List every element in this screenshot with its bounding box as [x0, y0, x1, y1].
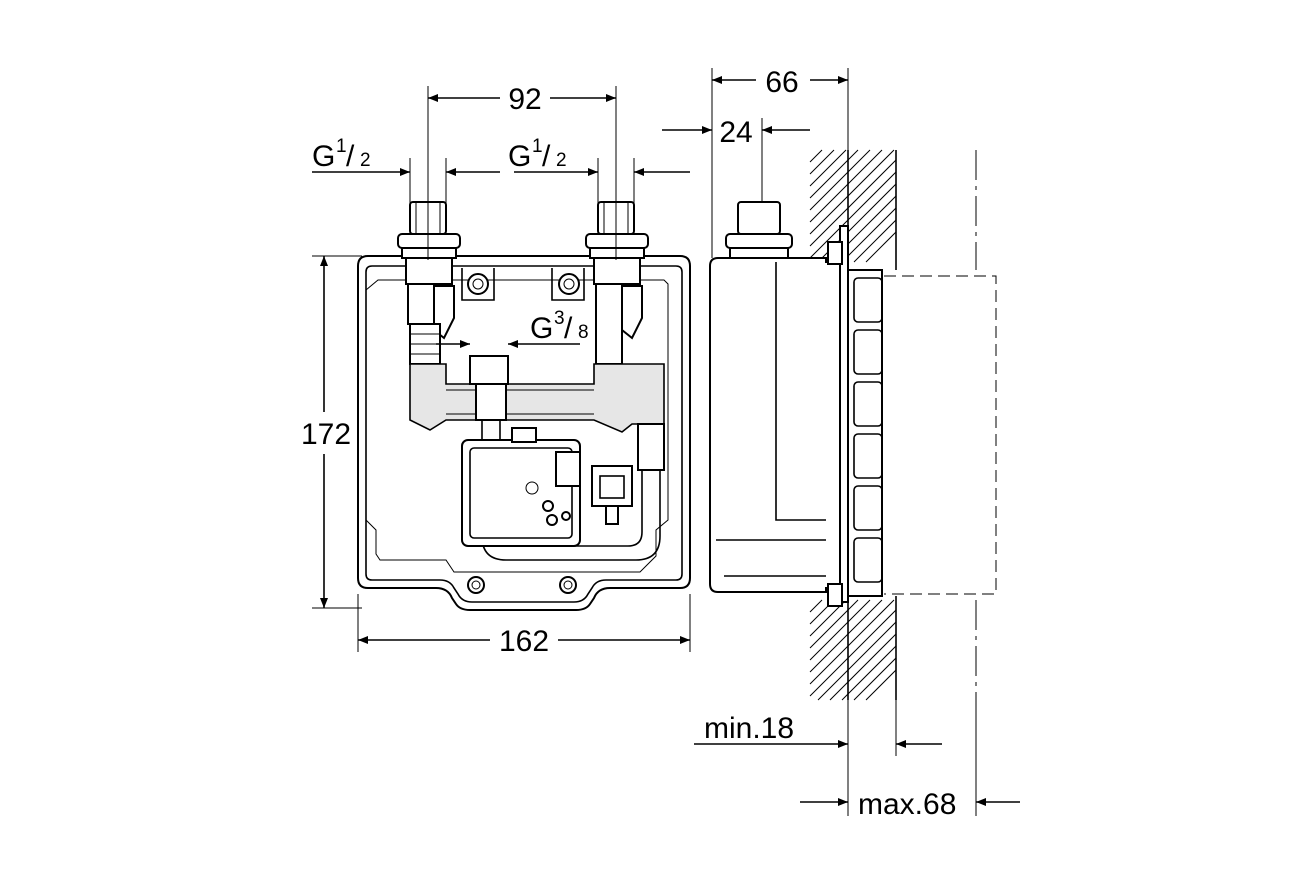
front-view — [357, 201, 691, 611]
dimension-thread-left: G 1 / 2 — [312, 136, 500, 204]
label-thread-mid-num: 3 — [554, 308, 565, 329]
wall-hatch — [809, 149, 897, 701]
label-max-68: max.68 — [858, 788, 956, 821]
label-66: 66 — [765, 66, 798, 99]
dimension-24: 24 — [662, 116, 810, 202]
dimension-thread-mid: G 3 / 8 — [436, 308, 589, 348]
label-min-18: min.18 — [704, 712, 794, 745]
label-24: 24 — [719, 116, 752, 149]
housing-inner-panel — [365, 279, 669, 573]
label-172: 172 — [301, 418, 351, 451]
dimension-thread-right: G 1 / 2 — [508, 136, 690, 204]
spacer-blocks — [847, 269, 883, 597]
label-thread-right: G — [508, 140, 531, 173]
box-body — [709, 257, 841, 593]
label-thread-left-num: 1 — [336, 136, 347, 157]
label-thread-left: G — [312, 140, 335, 173]
fraction-slash: / — [564, 312, 573, 345]
label-92: 92 — [508, 83, 541, 116]
side-connection-nut — [737, 201, 781, 235]
dimension-min-18: min.18 — [694, 700, 942, 816]
label-thread-left-den: 2 — [360, 150, 371, 171]
dimension-92: 92 — [427, 83, 617, 260]
dimension-162: 162 — [357, 594, 691, 658]
mounting-bosses — [461, 268, 585, 594]
solenoid-module — [461, 427, 633, 547]
fraction-slash: / — [346, 140, 355, 173]
left-connection — [397, 201, 461, 365]
label-162: 162 — [499, 625, 549, 658]
label-thread-mid-den: 8 — [578, 322, 589, 343]
label-thread-mid: G — [530, 312, 553, 345]
fraction-slash: / — [542, 140, 551, 173]
cover-outline — [884, 275, 997, 595]
label-thread-right-den: 2 — [556, 150, 567, 171]
dimension-66: 66 — [711, 66, 849, 258]
housing-inner-rim — [365, 265, 683, 603]
dimension-max-68: max.68 — [800, 700, 1020, 821]
mounting-flange — [839, 225, 849, 603]
side-view — [709, 149, 997, 701]
label-thread-right-num: 1 — [532, 136, 543, 157]
dimension-172: 172 — [301, 255, 362, 609]
right-connection — [585, 201, 649, 365]
valve-body — [409, 355, 665, 433]
